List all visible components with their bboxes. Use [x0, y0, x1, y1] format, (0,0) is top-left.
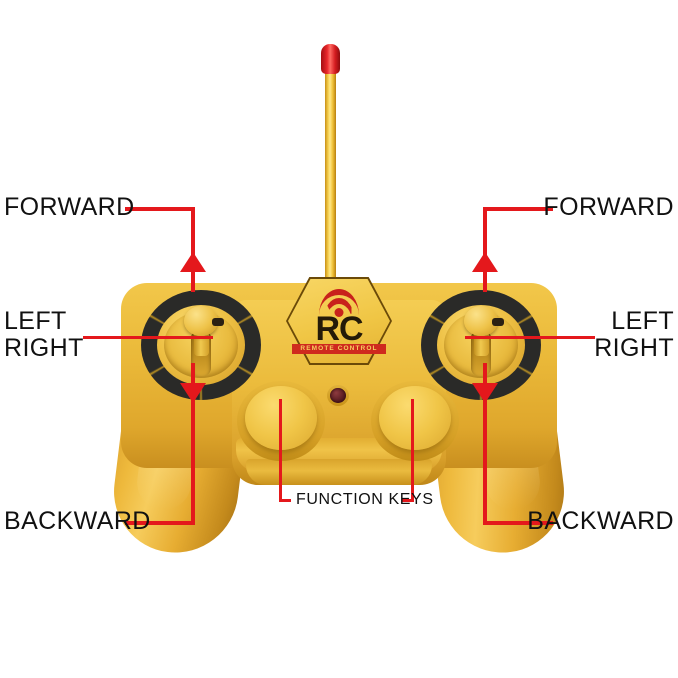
- forward-right-arrow-stem: [483, 268, 487, 292]
- backward-left-arrow-icon: [180, 383, 206, 403]
- rc-logo-subtitle-bar: REMOTE CONTROL: [292, 344, 386, 354]
- left-grip-highlight: [134, 357, 206, 513]
- right-function-button[interactable]: [379, 386, 451, 450]
- right-function-button-well: [371, 381, 459, 461]
- function-keys-left-bracket-vertical: [279, 399, 282, 502]
- right-joystick-inner: [437, 305, 525, 385]
- function-keys-left-bracket-foot: [279, 499, 291, 502]
- label-backward-right: BACKWARD: [527, 507, 674, 535]
- label-right-right: RIGHT: [594, 334, 674, 362]
- forward-right-leader-vertical: [483, 207, 487, 267]
- left-joystick-notch: [212, 318, 224, 326]
- controller-body: [121, 283, 557, 468]
- label-right-left: RIGHT: [4, 334, 84, 362]
- antenna-shaft: [325, 62, 336, 292]
- rc-logo-subtitle: REMOTE CONTROL: [300, 345, 378, 352]
- label-left-right: LEFT: [611, 307, 674, 335]
- forward-right-arrow-icon: [472, 252, 498, 272]
- controller-lower-lip-2: [246, 459, 432, 485]
- power-led-bezel: [327, 385, 349, 406]
- left-right-left-leader: [83, 336, 213, 339]
- forward-right-leader-horizontal: [483, 207, 553, 211]
- label-function-keys: FUNCTION KEYS: [296, 491, 434, 508]
- label-forward-left: FORWARD: [4, 193, 135, 221]
- forward-left-leader-horizontal: [125, 207, 195, 211]
- right-grip-highlight: [471, 357, 543, 513]
- backward-right-leader-horizontal: [483, 521, 553, 525]
- right-joystick-knob[interactable]: [464, 306, 498, 336]
- antenna-tip-icon: [321, 44, 340, 74]
- rc-badge-border: [286, 277, 392, 365]
- right-joystick-notch: [492, 318, 504, 326]
- backward-left-leader-vertical: [191, 400, 195, 524]
- label-forward-right: FORWARD: [543, 193, 674, 221]
- forward-left-leader-vertical: [191, 207, 195, 267]
- label-backward-left: BACKWARD: [4, 507, 151, 535]
- backward-left-arrow-stem: [191, 363, 195, 385]
- power-led-icon: [330, 388, 346, 403]
- left-joystick-inner: [157, 305, 245, 385]
- rc-badge: [288, 279, 390, 363]
- wifi-signal-icon: [316, 289, 362, 317]
- left-joystick-dial: [164, 312, 238, 378]
- left-joystick-knob[interactable]: [184, 306, 218, 336]
- forward-left-arrow-icon: [180, 252, 206, 272]
- backward-left-leader-horizontal: [125, 521, 195, 525]
- backward-right-arrow-icon: [472, 383, 498, 403]
- backward-right-arrow-stem: [483, 363, 487, 385]
- left-right-right-leader: [465, 336, 595, 339]
- forward-left-arrow-stem: [191, 268, 195, 292]
- function-keys-right-bracket-foot: [402, 499, 414, 502]
- backward-right-leader-vertical: [483, 400, 487, 524]
- rc-logo-text: RC: [315, 310, 363, 348]
- function-keys-right-bracket-vertical: [411, 399, 414, 502]
- label-left-left: LEFT: [4, 307, 67, 335]
- right-joystick-dial: [444, 312, 518, 378]
